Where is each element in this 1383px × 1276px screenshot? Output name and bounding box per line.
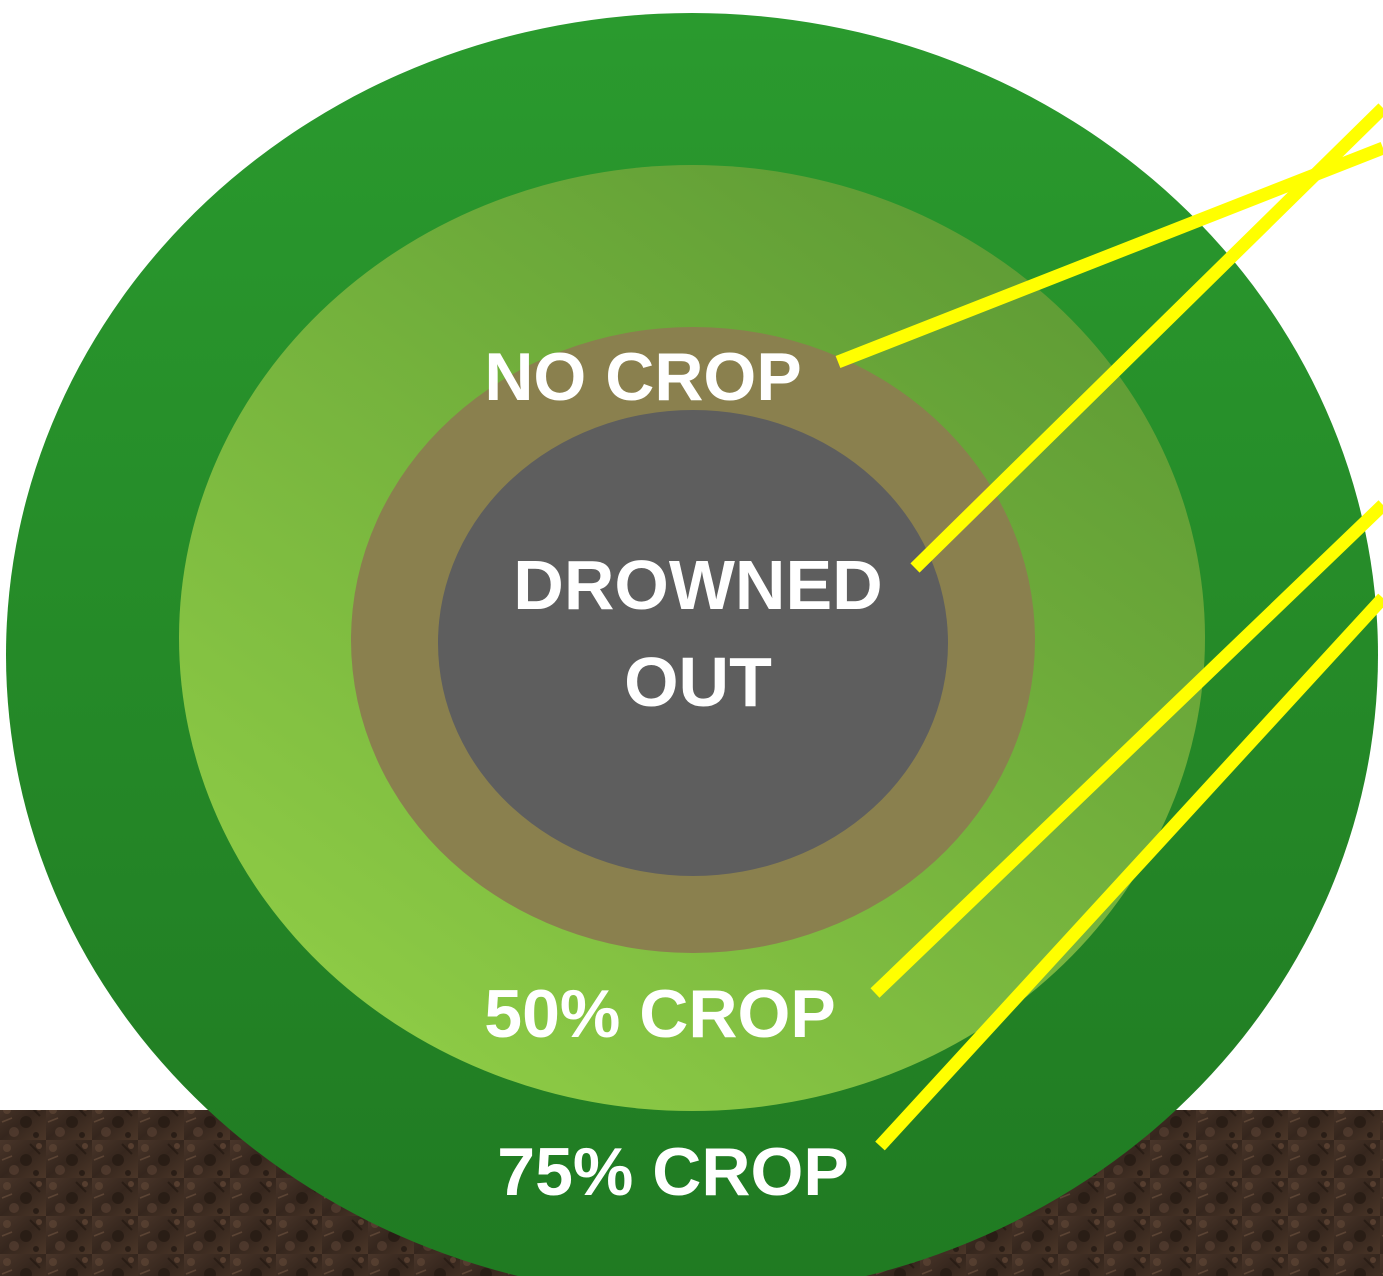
label-no-crop: NO CROP	[484, 339, 801, 415]
label-50-crop: 50% CROP	[484, 976, 835, 1052]
leader-line-50-crop	[870, 500, 1383, 998]
label-75-crop: 75% CROP	[497, 1134, 848, 1210]
leader-line-no-crop	[835, 141, 1383, 369]
leader-lines	[835, 103, 1383, 1151]
leader-line-75-crop	[875, 593, 1383, 1151]
label-drowned-line1: DROWNED	[513, 546, 882, 624]
leader-line-drowned-out	[910, 103, 1383, 573]
label-drowned-line2: OUT	[624, 643, 772, 721]
zone-drowned-out	[438, 410, 948, 876]
